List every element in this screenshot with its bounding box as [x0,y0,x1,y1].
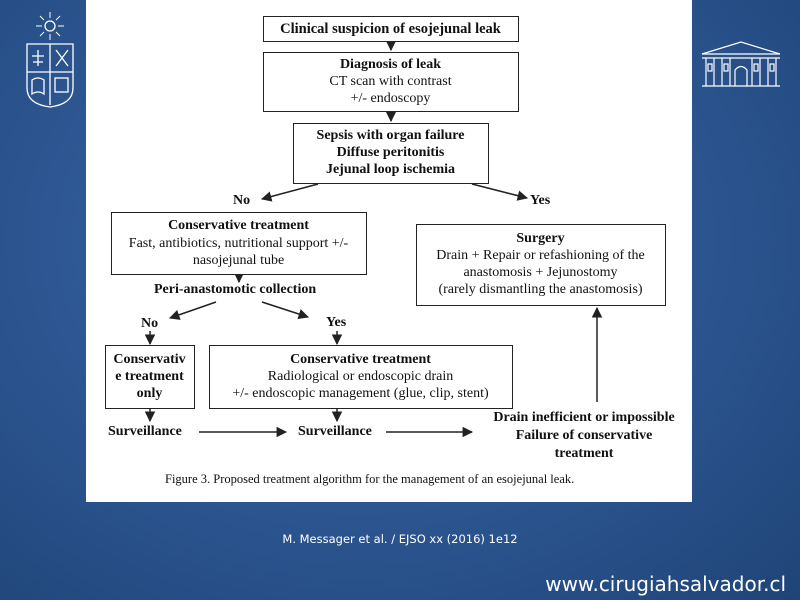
box-clinical-suspicion: Clinical suspicion of esojejunal leak [263,16,519,42]
sepsis-line-2: Diffuse peritonitis [336,145,445,160]
box-conservative-treatment: Conservative treatment Fast, antibiotics… [111,212,367,275]
surgery-line-2: Drain + Repair or refashioning of the [436,248,645,263]
diagnosis-title: Diagnosis of leak [339,57,442,72]
website-url: www.cirugiahsalvador.cl [545,572,786,596]
diagnosis-line-3: +/- endoscopy [350,91,431,106]
cons-drain-line-3: +/- endoscopic management (glue, clip, s… [232,386,489,401]
box-conservative-drain: Conservative treatment Radiological or e… [209,345,513,409]
conservative-line-2: Fast, antibiotics, nutritional support +… [128,236,349,251]
surgery-line-4: (rarely dismantling the anastomosis) [438,282,643,297]
label-surveillance-2: Surveillance [298,424,372,439]
cons-drain-title: Conservative treatment [290,352,431,367]
cons-only-line-3: only [136,386,163,401]
drain-fail-line-2: Failure of conservative [515,428,653,443]
university-crest-icon [26,12,74,108]
cons-only-line-2: e treatment [115,369,184,384]
sepsis-line-3: Jejunal loop ischemia [325,162,456,177]
arrow-sepsis-to-no [260,183,319,202]
label-yes-sepsis: Yes [530,193,551,208]
label-peri-anastomotic-collection: Peri-anastomotic collection [154,282,317,297]
flowchart-connectors [144,40,603,438]
surgery-title: Surgery [516,231,565,246]
box-conservative-only: Conservativ e treatment only [105,345,195,409]
diagnosis-line-2: CT scan with contrast [329,74,452,89]
clinical-suspicion-text: Clinical suspicion of esojejunal leak [280,21,501,37]
box-diagnosis: Diagnosis of leak CT scan with contrast … [263,52,519,112]
drain-fail-line-1: Drain inefficient or impossible [493,410,675,425]
sepsis-line-1: Sepsis with organ failure [316,128,465,143]
arrow-sepsis-to-yes [471,183,529,201]
cons-only-line-1: Conservativ [113,352,186,367]
figure-caption: Figure 3. Proposed treatment algorithm f… [165,472,575,486]
cons-drain-line-2: Radiological or endoscopic drain [267,369,454,384]
hospital-building-icon [701,41,781,87]
citation-text: M. Messager et al. / EJSO xx (2016) 1e12 [282,532,518,546]
label-no-collection: No [141,316,159,331]
conservative-line-3: nasojejunal tube [192,253,285,268]
box-sepsis: Sepsis with organ failure Diffuse perito… [293,123,489,184]
arrow-peri-to-yes [261,301,309,320]
drain-fail-line-3: treatment [554,446,614,461]
label-surveillance-1: Surveillance [108,424,182,439]
surgery-line-3: anastomosis + Jejunostomy [463,265,618,280]
flowchart-card: Clinical suspicion of esojejunal leak Di… [86,0,692,502]
box-surgery: Surgery Drain + Repair or refashioning o… [416,224,666,306]
label-no-sepsis: No [233,193,251,208]
conservative-title: Conservative treatment [168,218,309,233]
label-yes-collection: Yes [326,315,347,330]
arrow-peri-to-no [169,301,217,320]
